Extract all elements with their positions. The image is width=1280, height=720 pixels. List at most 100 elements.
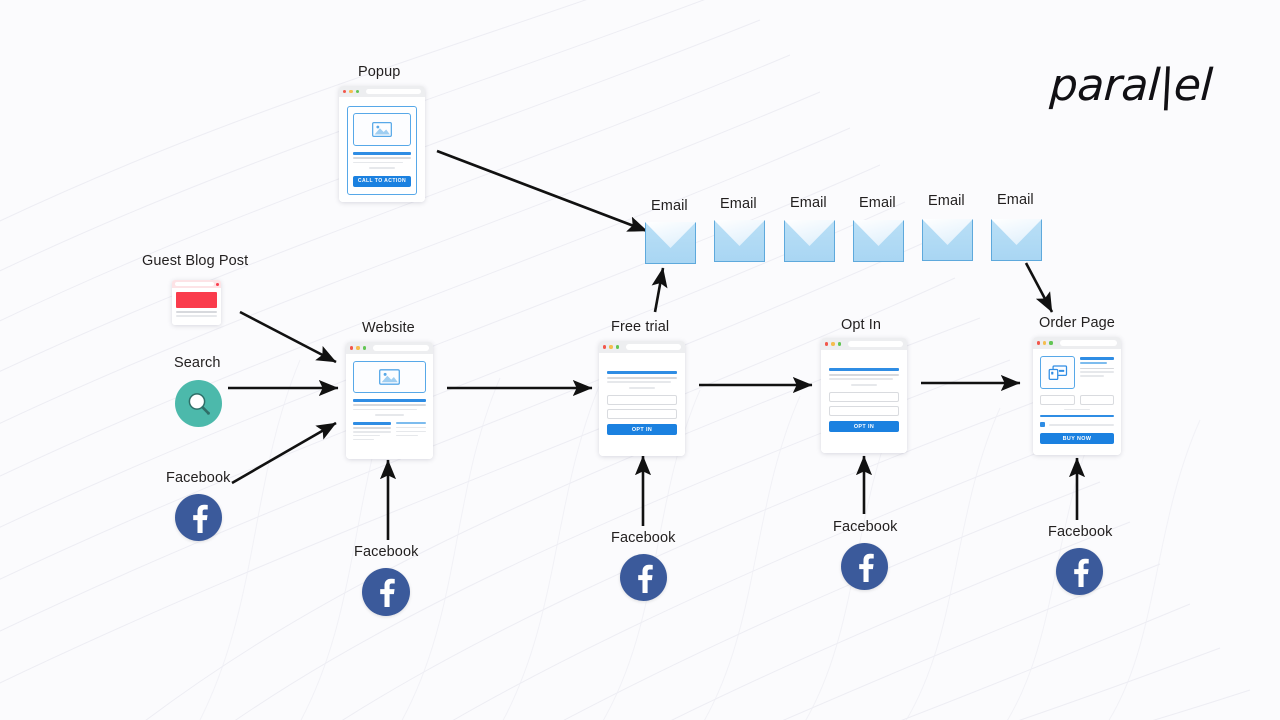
facebook-f-glyph — [1073, 558, 1089, 587]
window-dot-red — [603, 345, 607, 349]
window-dot-red — [343, 89, 347, 94]
website-col-line — [353, 430, 391, 433]
address-bar[interactable] — [626, 344, 681, 350]
freetrial-optin-button[interactable]: OPT IN — [607, 424, 677, 436]
envelope-icon — [922, 219, 973, 261]
order-product-image — [1040, 356, 1075, 389]
popup-text-line — [353, 152, 411, 155]
order-text-line — [1063, 408, 1091, 411]
label-opt-in: Opt In — [841, 317, 882, 333]
freetrial-input-name[interactable] — [607, 395, 677, 406]
node-guest-blog-post[interactable] — [172, 280, 221, 325]
order-input-right[interactable] — [1079, 395, 1114, 405]
popup-cta-button[interactable]: CALL TO ACTION — [353, 175, 411, 187]
edge-freetrial-to-email1 — [651, 267, 668, 313]
node-email-4[interactable] — [853, 220, 904, 262]
window-dot-green — [362, 346, 367, 350]
address-bar[interactable] — [848, 341, 903, 347]
window-dot-yellow — [609, 345, 613, 349]
window-dot-green — [1049, 341, 1053, 345]
blog-text-line — [176, 315, 217, 318]
popup-text-line — [353, 157, 411, 159]
blog-address-bar[interactable] — [174, 282, 214, 286]
window-dot-red — [825, 342, 829, 346]
optin-headline — [829, 368, 899, 371]
node-free-trial[interactable]: OPT IN — [599, 341, 685, 456]
node-facebook-1[interactable] — [175, 494, 222, 541]
facebook-icon — [362, 568, 410, 616]
brand-logo: paral|el — [1048, 60, 1214, 111]
optin-input-name[interactable] — [829, 392, 899, 403]
address-bar[interactable] — [373, 345, 429, 351]
node-order-page[interactable]: BUY NOW — [1033, 337, 1121, 455]
facebook-f-glyph — [637, 564, 653, 593]
website-col-line — [395, 426, 426, 429]
search-circle — [175, 380, 222, 427]
website-text-line — [353, 408, 418, 411]
order-product-row — [1040, 356, 1114, 389]
label-email-4: Email — [859, 195, 896, 211]
payment-card-icon — [1048, 365, 1067, 381]
website-col-line — [395, 434, 419, 437]
node-email-2[interactable] — [714, 220, 765, 262]
node-email-6[interactable] — [991, 219, 1042, 261]
label-facebook-1: Facebook — [166, 470, 231, 486]
window-dot-yellow — [356, 346, 360, 350]
order-buy-now-button[interactable]: BUY NOW — [1040, 433, 1114, 445]
popup-text-line — [369, 167, 395, 169]
facebook-f-glyph — [380, 578, 395, 607]
node-facebook-3[interactable] — [620, 554, 667, 601]
website-col-line — [395, 430, 426, 433]
optin-button[interactable]: OPT IN — [829, 421, 899, 433]
optin-text-line — [829, 378, 894, 380]
node-search[interactable] — [175, 380, 222, 427]
website-text-line — [353, 399, 426, 402]
label-free-trial: Free trial — [611, 319, 670, 335]
node-facebook-2[interactable] — [362, 568, 410, 616]
blog-window-dot — [215, 282, 219, 286]
website-col-line — [353, 438, 374, 441]
envelope-icon — [853, 220, 904, 262]
node-email-5[interactable] — [922, 219, 973, 261]
order-input-left[interactable] — [1040, 395, 1075, 405]
blog-hero-block — [176, 292, 217, 308]
order-text-line — [1080, 362, 1108, 365]
label-popup: Popup — [358, 64, 401, 80]
envelope-icon — [714, 220, 765, 262]
optin-input-email[interactable] — [829, 406, 899, 417]
order-text-line — [1080, 367, 1114, 370]
node-email-1[interactable] — [645, 222, 696, 264]
freetrial-input-email[interactable] — [607, 409, 677, 420]
address-bar[interactable] — [366, 88, 421, 95]
popup-image-placeholder — [353, 113, 411, 146]
image-icon — [372, 122, 392, 137]
website-col-line — [353, 434, 381, 437]
window-dot-yellow — [349, 89, 353, 94]
order-checkbox[interactable] — [1040, 422, 1045, 428]
node-facebook-4[interactable] — [841, 543, 888, 590]
label-email-1: Email — [651, 198, 688, 214]
window-dot-yellow — [1043, 341, 1047, 345]
label-facebook-5: Facebook — [1048, 524, 1113, 540]
node-website[interactable] — [346, 342, 433, 459]
edge-email6-to-orderpage — [1024, 262, 1054, 313]
address-bar[interactable] — [1059, 340, 1117, 346]
order-text-line — [1080, 375, 1104, 378]
facebook-f-glyph — [192, 504, 208, 533]
label-email-6: Email — [997, 192, 1034, 208]
image-icon — [379, 369, 400, 385]
node-popup[interactable]: CALL TO ACTION — [339, 86, 425, 202]
search-icon — [188, 392, 210, 415]
popup-text-line — [353, 161, 403, 164]
window-dot-red — [1037, 341, 1041, 345]
blog-window-bar — [172, 280, 221, 288]
node-facebook-5[interactable] — [1056, 548, 1103, 595]
label-guest-blog-post: Guest Blog Post — [142, 253, 249, 269]
window-dot-red — [350, 346, 354, 350]
node-email-3[interactable] — [784, 220, 835, 262]
window-dot-yellow — [831, 342, 835, 346]
freetrial-text-line — [628, 387, 656, 390]
freetrial-text-line — [607, 381, 672, 383]
optin-text-line — [829, 374, 899, 376]
node-opt-in[interactable]: OPT IN — [821, 338, 907, 453]
